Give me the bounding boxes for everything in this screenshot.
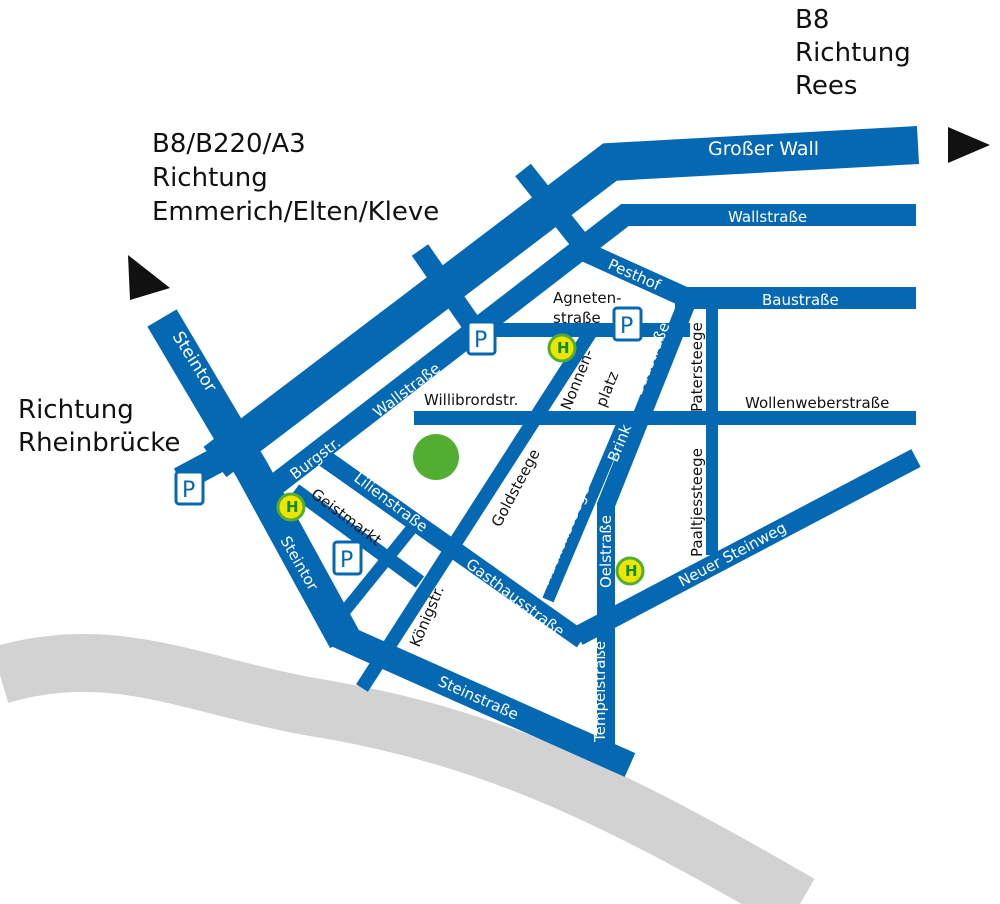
road-wallstrasse xyxy=(255,204,916,504)
road-geistmarkt xyxy=(290,484,425,588)
road-neuer-steinweg xyxy=(573,449,921,645)
direction-east-3: Rees xyxy=(795,71,857,101)
label-nonnenplatz-2: platz xyxy=(592,369,622,410)
label-tempelstrasse: Tempelstraße xyxy=(591,641,609,743)
road-connector xyxy=(339,524,417,616)
road-baustrasse-brink xyxy=(597,296,697,745)
bus-stop-icon: H xyxy=(276,492,306,522)
label-oelstrasse: Oelstraße xyxy=(597,515,615,588)
road-steintor xyxy=(147,309,360,649)
svg-text:H: H xyxy=(625,562,638,580)
arrow-east-icon xyxy=(948,127,990,163)
svg-text:P: P xyxy=(474,328,487,353)
road-hackensteege xyxy=(542,415,631,603)
road-stub-2 xyxy=(411,244,479,328)
bus-stop-icon: H xyxy=(615,556,645,586)
svg-text:P: P xyxy=(620,314,633,339)
direction-west-1: Richtung xyxy=(18,395,134,425)
road-stub-1 xyxy=(515,163,593,255)
arrow-northwest-icon xyxy=(128,255,170,300)
label-agnetenstrasse-2: straße xyxy=(553,309,601,327)
label-wallstrasse-east: Wallstraße xyxy=(728,208,807,226)
road-grosser-wall xyxy=(203,126,920,478)
svg-text:H: H xyxy=(286,498,299,516)
label-grosser-wall: Großer Wall xyxy=(708,138,819,160)
label-patersteege: Patersteege xyxy=(688,322,706,412)
river-rhein xyxy=(0,633,815,904)
direction-north-2: Richtung xyxy=(152,163,268,193)
parking-icon: P xyxy=(466,320,497,356)
direction-north-3: Emmerich/Elten/Kleve xyxy=(152,197,439,227)
parking-icon: P xyxy=(332,540,363,576)
svg-text:H: H xyxy=(557,339,570,357)
direction-east-2: Richtung xyxy=(795,38,911,68)
svg-text:P: P xyxy=(340,548,353,573)
parking-icon: P xyxy=(174,470,205,506)
label-agnetenstrasse-1: Agneten- xyxy=(553,289,622,307)
road-goldsteege-koenigstr xyxy=(356,326,598,692)
direction-east-1: B8 xyxy=(795,5,829,35)
label-paaltjessteege: Paaltjessteege xyxy=(688,448,706,557)
road-pesthof xyxy=(565,235,690,307)
label-baustrasse-east: Baustraße xyxy=(762,291,839,309)
parking-icon: P xyxy=(612,306,643,342)
bus-stop-icon: H xyxy=(547,333,577,363)
direction-west-2: Rheinbrücke xyxy=(18,428,180,458)
label-willibrordstr: Willibrordstr. xyxy=(424,391,518,409)
svg-text:P: P xyxy=(182,478,195,503)
park-marker xyxy=(413,434,459,480)
road-lilien-gasthaus xyxy=(314,447,588,648)
direction-north-1: B8/B220/A3 xyxy=(152,129,306,159)
label-wollenweberstrasse: Wollenweberstraße xyxy=(745,394,889,412)
